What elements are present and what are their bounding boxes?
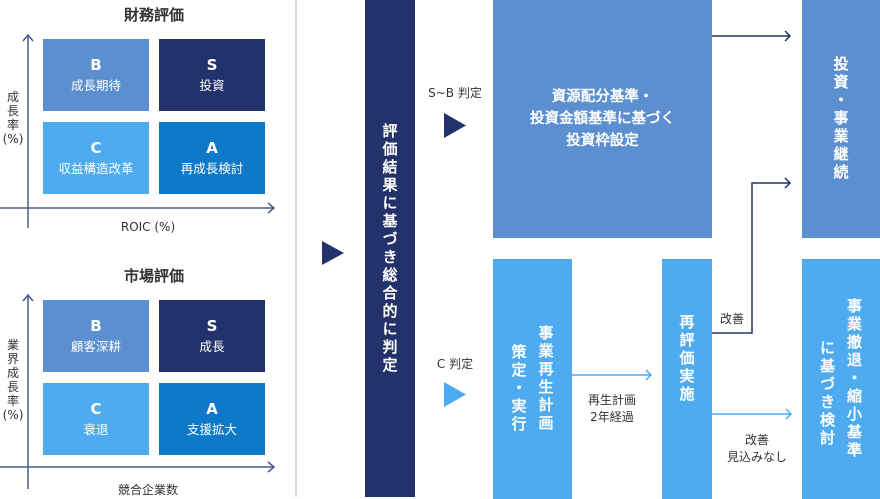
y-label-char: 業 [6, 338, 19, 352]
financial-quadrant-c: C 収益構造改革 [43, 122, 149, 194]
plan-elapsed-line: 2年経過 [590, 410, 634, 424]
quadrant-grade: A [206, 400, 218, 418]
continuation-text: 投資・事業継続 [831, 56, 850, 182]
no-improvement-line: 改善 [744, 433, 769, 447]
market-x-axis-label: 競合企業数 [117, 483, 178, 497]
quadrant-grade: B [90, 317, 102, 335]
c-judgement-label: C 判定 [436, 357, 474, 371]
investment-continuation-box: 投資・事業継続 [802, 0, 880, 238]
investment-line: 投資金額基準に基づく [530, 111, 675, 127]
quadrant-desc: 成長期待 [70, 78, 121, 93]
plan-elapsed-label: 再生計画 2年経過 [572, 392, 652, 426]
market-quadrant-b: B 顧客深耕 [43, 300, 149, 372]
quadrant-desc: 投資 [199, 78, 225, 93]
recovery-plan-box: 事業再生計画 策定・実行 [493, 259, 572, 499]
quadrant-desc: 収益構造改革 [58, 161, 134, 176]
financial-quadrant-s: S 投資 [159, 39, 265, 111]
financial-x-axis-label: ROIC (%) [120, 220, 176, 234]
y-label-char: 率 [6, 394, 19, 408]
y-label-char: 成 [6, 366, 19, 380]
financial-quadrant-b: B 成長期待 [43, 39, 149, 111]
recovery-plan-text-1: 事業再生計画 [536, 325, 555, 433]
recovery-plan-text-2: 策定・実行 [509, 344, 528, 434]
no-improvement-line: 見込みなし [726, 450, 787, 464]
improved-label: 改善 [719, 312, 744, 326]
financial-quadrant-a: A 再成長検討 [159, 122, 265, 194]
reevaluation-box: 再評価実施 [662, 259, 712, 499]
market-quadrant-a: A 支援拡大 [159, 383, 265, 455]
y-label-char: 率 [6, 118, 19, 132]
quadrant-grade: A [206, 139, 218, 157]
no-improvement-label: 改善 見込みなし [712, 432, 802, 466]
quadrant-desc: 成長 [199, 339, 225, 354]
y-label-char: 成 [6, 90, 19, 104]
quadrant-grade: S [206, 56, 218, 74]
quadrant-desc: 再成長検討 [180, 161, 244, 176]
sb-judgement-label: S~B 判定 [428, 86, 482, 100]
market-quadrant-c: C 衰退 [43, 383, 149, 455]
y-label-char: 長 [6, 380, 19, 394]
quadrant-grade: C [90, 400, 102, 418]
quadrant-grade: C [90, 139, 102, 157]
overall-judgement-text: 評価結果に基づき総合的に判定 [380, 122, 399, 375]
market-y-axis-label: 業 界 成 長 率 (%) [0, 338, 26, 422]
financial-y-axis-label: 成 長 率 (%) [0, 90, 26, 146]
quadrant-desc: 衰退 [83, 422, 109, 437]
y-label-char: (%) [2, 132, 24, 146]
overall-judgement-box: 評価結果に基づき総合的に判定 [365, 0, 415, 497]
y-label-char: 界 [6, 352, 19, 366]
market-evaluation-title: 市場評価 [123, 267, 184, 285]
quadrant-grade: S [206, 317, 218, 335]
investment-line: 投資枠設定 [566, 133, 639, 149]
quadrant-grade: B [90, 56, 102, 74]
y-label-char: 長 [6, 104, 19, 118]
withdrawal-review-box: 事業撤退・縮小基準 に基づき検討 [802, 259, 880, 499]
market-quadrant-s: S 成長 [159, 300, 265, 372]
y-label-char: (%) [2, 408, 24, 422]
financial-evaluation-title: 財務評価 [123, 6, 184, 24]
reevaluation-text: 再評価実施 [677, 314, 696, 404]
plan-elapsed-line: 再生計画 [587, 393, 636, 407]
withdrawal-text-1: 事業撤退・縮小基準 [845, 298, 863, 460]
quadrant-desc: 顧客深耕 [70, 339, 121, 354]
investment-allocation-box: 資源配分基準・ 投資金額基準に基づく 投資枠設定 [493, 0, 712, 238]
quadrant-desc: 支援拡大 [186, 422, 237, 437]
withdrawal-text-2: に基づき検討 [818, 340, 836, 448]
investment-line: 資源配分基準・ [551, 89, 654, 105]
